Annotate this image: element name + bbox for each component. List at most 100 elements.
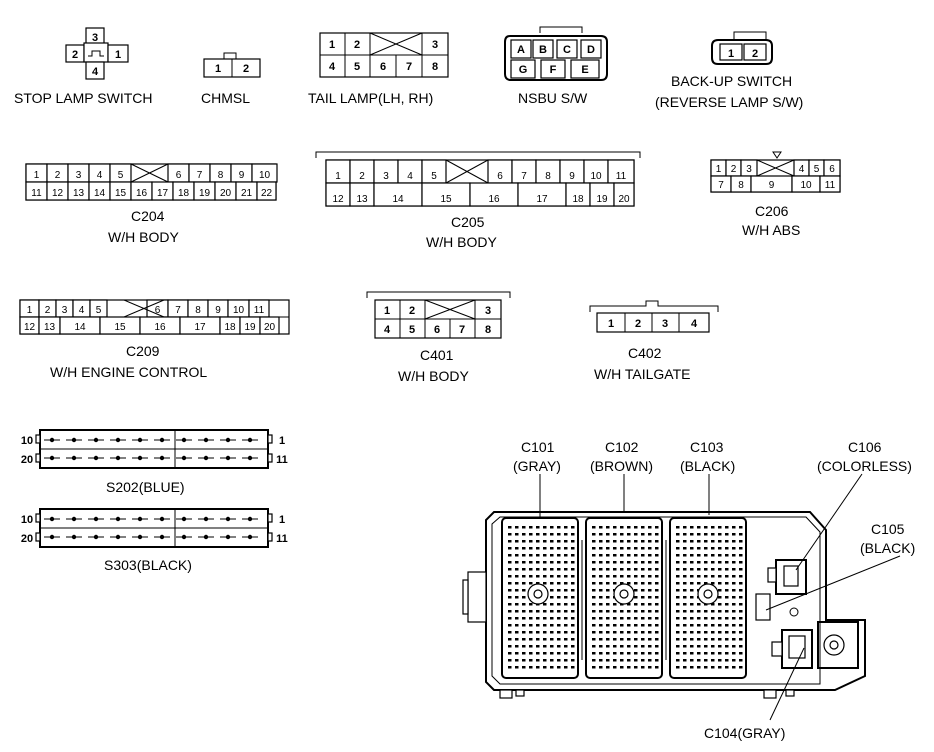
terminal-dot [648, 533, 652, 536]
terminal-dot [599, 568, 603, 571]
terminal-dot [529, 533, 533, 536]
terminal-dot [536, 575, 540, 578]
terminal-dot [627, 645, 631, 648]
terminal-dot [522, 617, 526, 620]
terminal-dot [697, 540, 701, 543]
terminal-dot [641, 533, 645, 536]
terminal-dot [627, 659, 631, 662]
terminal-dot [655, 547, 659, 550]
terminal-dot [732, 568, 736, 571]
pin-label: E [581, 64, 588, 76]
terminal-dot [725, 540, 729, 543]
pin-label: C [563, 44, 571, 56]
terminal-dot [599, 540, 603, 543]
pin-cell [259, 316, 280, 335]
terminal-dot [732, 659, 736, 662]
terminal-dot [571, 603, 575, 606]
terminal-dot [550, 631, 554, 634]
connector-label: C206 [755, 203, 789, 219]
terminal-dot [620, 666, 624, 669]
terminal-dot [529, 645, 533, 648]
terminal-dot [725, 526, 729, 529]
terminal-dot [543, 603, 547, 606]
terminal-dot [655, 526, 659, 529]
terminal-dot [732, 645, 736, 648]
terminal-dot [550, 638, 554, 641]
terminal-dot [508, 659, 512, 662]
terminal-dot [613, 659, 617, 662]
connector-label: C402 [628, 345, 662, 361]
terminal-dot [704, 533, 708, 536]
terminal-dot [543, 547, 547, 550]
terminal-dot [599, 582, 603, 585]
pin-label: B [539, 44, 547, 56]
terminal-dot [599, 666, 603, 669]
terminal-dot [725, 638, 729, 641]
terminal-dot [522, 624, 526, 627]
pin-label: 2 [243, 63, 249, 75]
terminal-dot [564, 638, 568, 641]
terminal-dot [683, 582, 687, 585]
terminal-dot [550, 645, 554, 648]
terminal-dot [571, 582, 575, 585]
terminal-dot [620, 575, 624, 578]
terminal-dot [725, 659, 729, 662]
terminal-dot [627, 631, 631, 634]
terminal-dot [613, 582, 617, 585]
terminal-dot [564, 603, 568, 606]
pin-label: 9 [215, 305, 221, 316]
terminal-dot [641, 561, 645, 564]
terminal-dot [627, 582, 631, 585]
pin-label: 7 [521, 171, 527, 182]
terminal-dot [592, 533, 596, 536]
terminal-dot [508, 582, 512, 585]
terminal-dot [529, 652, 533, 655]
terminal-dot [571, 652, 575, 655]
terminal-dot [592, 561, 596, 564]
terminal-dot [536, 659, 540, 662]
terminal-dot [739, 596, 743, 599]
terminal-dot [522, 666, 526, 669]
terminal-dot [683, 526, 687, 529]
terminal-dot [620, 568, 624, 571]
terminal-dot [711, 540, 715, 543]
s202-pin-grid [44, 437, 258, 461]
connector-sublabel: W/H BODY [108, 229, 179, 245]
pin-label: 12 [24, 322, 36, 333]
terminal-dot [725, 617, 729, 620]
c102-sublabel: (BROWN) [590, 458, 653, 474]
terminal-dot [522, 568, 526, 571]
terminal-dot [522, 547, 526, 550]
terminal-dot [515, 631, 519, 634]
terminal-dot [606, 554, 610, 557]
terminal-dot [627, 666, 631, 669]
terminal-dot [627, 610, 631, 613]
terminal-dot [704, 659, 708, 662]
terminal-dot [634, 582, 638, 585]
terminal-dot [711, 610, 715, 613]
terminal-dot [641, 652, 645, 655]
terminal-dot [508, 526, 512, 529]
terminal-dot [739, 638, 743, 641]
pin-label: 12 [52, 188, 64, 199]
terminal-dot [620, 561, 624, 564]
terminal-dot [515, 652, 519, 655]
pin-label: 7 [175, 305, 181, 316]
terminal-dot [536, 638, 540, 641]
terminal-dot [543, 624, 547, 627]
terminal-dot [522, 554, 526, 557]
terminal-dot [739, 533, 743, 536]
terminal-dot [508, 617, 512, 620]
terminal-dot [529, 582, 533, 585]
terminal-dot [557, 659, 561, 662]
terminal-dot [732, 631, 736, 634]
terminal-dot [529, 526, 533, 529]
pin-label: 4 [97, 170, 103, 181]
terminal-dot [718, 631, 722, 634]
pin-label: 5 [431, 171, 437, 182]
terminal-dot [508, 666, 512, 669]
pin-label: G [519, 64, 528, 76]
terminal-dot [690, 624, 694, 627]
pin-label: 1 [27, 305, 33, 316]
terminal-dot [704, 526, 708, 529]
